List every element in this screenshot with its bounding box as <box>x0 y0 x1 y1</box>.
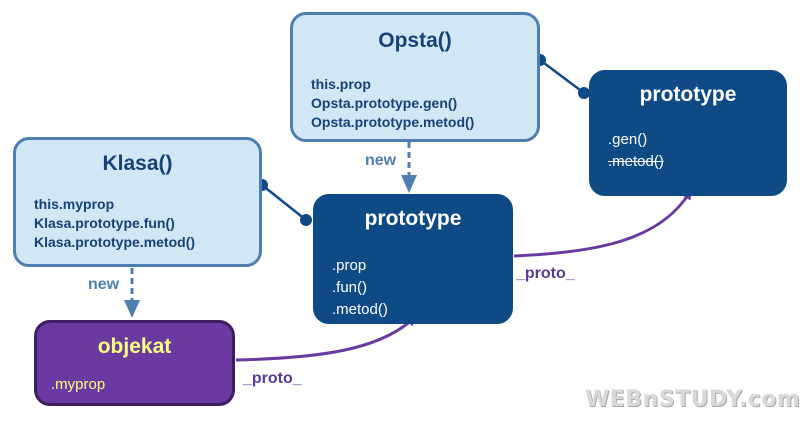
proto-arrow-mid <box>513 189 692 258</box>
proto-label-mid: _proto_ <box>516 265 575 282</box>
objekat-members: .myprop <box>51 375 105 394</box>
objekat-title: objekat <box>97 335 172 358</box>
prototype-right-members: .gen() .metod() <box>608 129 664 173</box>
prototype-right-member: .gen() <box>608 131 648 148</box>
proto-label-bottom: _proto_ <box>243 370 302 387</box>
klasa-members: this.myprop Klasa.prototype.fun() Klasa.… <box>34 195 195 252</box>
new-arrow-top-head <box>401 175 417 193</box>
new-arrow-left-head <box>124 300 140 318</box>
prototype-right-member-struck: .metod() <box>608 153 664 170</box>
opsta-member: Opsta.prototype.gen() <box>311 95 458 111</box>
objekat-member: .myprop <box>51 376 106 393</box>
link-dot <box>578 87 590 99</box>
klasa-member: this.myprop <box>34 196 115 212</box>
opsta-member: Opsta.prototype.metod() <box>311 114 475 130</box>
prototype-mid-title: prototype <box>364 207 462 230</box>
new-label-left: new <box>88 276 120 293</box>
opsta-members: this.prop Opsta.prototype.gen() Opsta.pr… <box>311 75 474 132</box>
opsta-member: this.prop <box>311 76 371 92</box>
link-dot <box>300 214 312 226</box>
prototype-right-title: prototype <box>639 83 737 106</box>
opsta-box: Opsta() this.prop Opsta.prototype.gen() … <box>290 12 540 142</box>
prototype-mid-member: .prop <box>332 257 367 274</box>
klasa-member: Klasa.prototype.fun() <box>34 215 175 231</box>
link-klasa-prototype <box>261 184 307 221</box>
klasa-title: Klasa() <box>102 152 173 175</box>
prototype-mid-box: prototype .prop .fun() .metod() <box>313 194 513 324</box>
prototype-mid-members: .prop .fun() .metod() <box>332 255 388 321</box>
proto-arrow-bottom <box>235 315 417 362</box>
link-opsta-prototype <box>539 59 585 94</box>
klasa-member: Klasa.prototype.metod() <box>34 234 196 250</box>
prototype-right-box: prototype .gen() .metod() <box>589 70 787 196</box>
prototype-mid-member: .metod() <box>332 301 388 318</box>
opsta-title: Opsta() <box>378 29 452 52</box>
new-label-top: new <box>365 152 397 169</box>
objekat-box: objekat .myprop <box>34 320 235 406</box>
prototype-mid-member: .fun() <box>332 279 368 296</box>
klasa-box: Klasa() this.myprop Klasa.prototype.fun(… <box>13 137 262 267</box>
watermark: WEBnSTUDY.com <box>585 387 800 412</box>
